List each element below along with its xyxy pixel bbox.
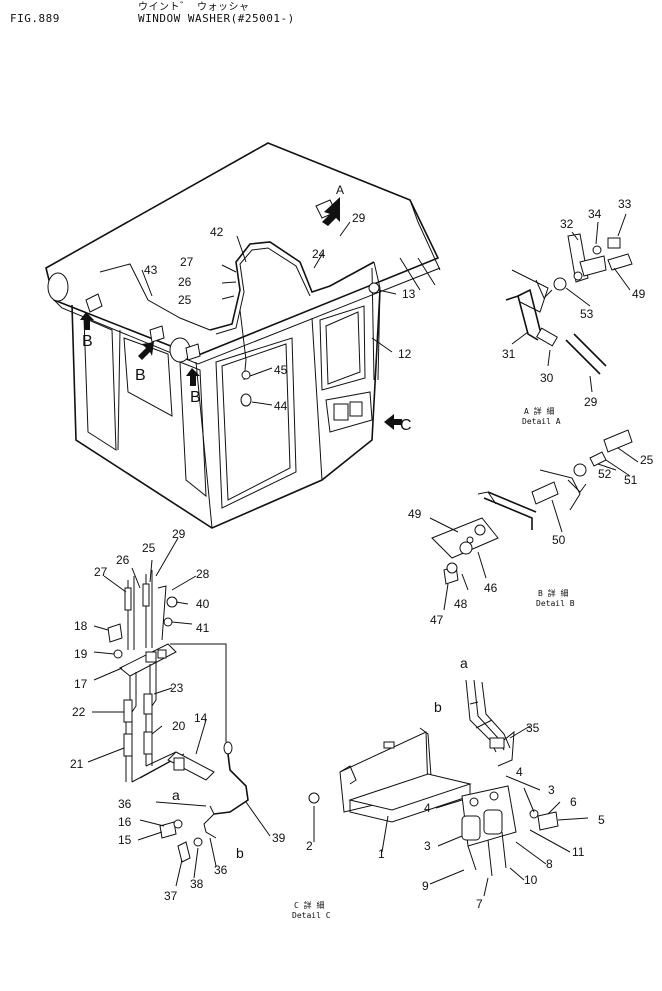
figure-title: WINDOW WASHER(#25001-) — [138, 12, 295, 25]
part-29-a: 29 — [584, 395, 598, 409]
part-46: 46 — [484, 581, 498, 595]
detail-c-drawing — [308, 679, 589, 897]
part-25-route: 25 — [142, 541, 156, 555]
part-38: 38 — [190, 877, 204, 891]
part-4-right: 4 — [516, 765, 523, 779]
port-a-right: a — [460, 655, 468, 671]
detail-b-caption-en: Detail B — [536, 599, 575, 608]
part-8: 8 — [546, 857, 553, 871]
part-29-cab: 29 — [352, 211, 366, 225]
part-40: 40 — [196, 597, 210, 611]
part-14: 14 — [194, 711, 208, 725]
part-37: 37 — [164, 889, 178, 903]
part-26-route: 26 — [116, 553, 130, 567]
part-41: 41 — [196, 621, 210, 635]
part-13: 13 — [402, 287, 416, 301]
view-label-a: A — [336, 183, 344, 197]
part-51: 51 — [624, 473, 638, 487]
part-1: 1 — [378, 847, 385, 861]
part-33: 33 — [618, 197, 632, 211]
port-a-left: a — [172, 787, 180, 803]
view-label-b-1: B — [82, 333, 93, 350]
port-b-right: b — [434, 699, 442, 715]
part-24: 24 — [312, 247, 326, 261]
part-25-cab: 25 — [178, 293, 192, 307]
part-49-a: 49 — [632, 287, 646, 301]
figure-number: FIG.889 — [10, 12, 60, 25]
part-34: 34 — [588, 207, 602, 221]
detail-b-caption-jp: B 詳 細 — [538, 588, 568, 598]
part-50: 50 — [552, 533, 566, 547]
view-label-b-2: B — [135, 367, 146, 384]
detail-b-drawing — [429, 429, 639, 611]
part-49-b: 49 — [408, 507, 422, 521]
part-25-b: 25 — [640, 453, 654, 467]
part-45: 45 — [274, 363, 288, 377]
part-17: 17 — [74, 677, 88, 691]
part-36-route-2: 36 — [214, 863, 228, 877]
part-27-cab: 27 — [180, 255, 194, 269]
port-b-left: b — [236, 845, 244, 861]
part-28: 28 — [196, 567, 210, 581]
part-7: 7 — [476, 897, 483, 911]
part-4-left: 4 — [424, 801, 431, 815]
part-36-route-1: 36 — [118, 797, 132, 811]
part-3-right: 3 — [548, 783, 555, 797]
part-52: 52 — [598, 467, 612, 481]
part-44: 44 — [274, 399, 288, 413]
part-32: 32 — [560, 217, 574, 231]
detail-a-drawing — [505, 213, 633, 393]
part-2: 2 — [306, 839, 313, 853]
part-22: 22 — [72, 705, 86, 719]
part-42: 42 — [210, 225, 224, 239]
part-21: 21 — [70, 757, 84, 771]
part-48: 48 — [454, 597, 468, 611]
part-47: 47 — [430, 613, 444, 627]
view-label-b-3: B — [190, 389, 201, 406]
part-19: 19 — [74, 647, 88, 661]
view-label-c: C — [400, 417, 412, 434]
part-5: 5 — [598, 813, 605, 827]
part-12: 12 — [398, 347, 412, 361]
part-29-route: 29 — [172, 527, 186, 541]
detail-c-caption-en: Detail C — [292, 911, 331, 920]
part-20: 20 — [172, 719, 186, 733]
detail-c-caption-jp: C 詳 細 — [294, 900, 324, 910]
cab-drawing — [45, 142, 441, 529]
part-3-left: 3 — [424, 839, 431, 853]
part-9: 9 — [422, 879, 429, 893]
part-26-cab: 26 — [178, 275, 192, 289]
part-11: 11 — [572, 845, 585, 859]
part-10: 10 — [524, 873, 538, 887]
part-31: 31 — [502, 347, 516, 361]
tube-routing-drawing — [87, 537, 271, 887]
part-43: 43 — [144, 263, 158, 277]
figure-title-kana: ウイント゛ ウォッシャ — [138, 2, 250, 13]
part-18: 18 — [74, 619, 88, 633]
part-39: 39 — [272, 831, 286, 845]
part-30: 30 — [540, 371, 554, 385]
detail-a-caption-en: Detail A — [522, 417, 561, 426]
part-6: 6 — [570, 795, 577, 809]
part-16: 16 — [118, 815, 132, 829]
part-53: 53 — [580, 307, 594, 321]
detail-a-caption-jp: A 詳 細 — [524, 406, 554, 416]
part-27-route: 27 — [94, 565, 108, 579]
part-15: 15 — [118, 833, 132, 847]
part-35: 35 — [526, 721, 540, 735]
part-23: 23 — [170, 681, 184, 695]
